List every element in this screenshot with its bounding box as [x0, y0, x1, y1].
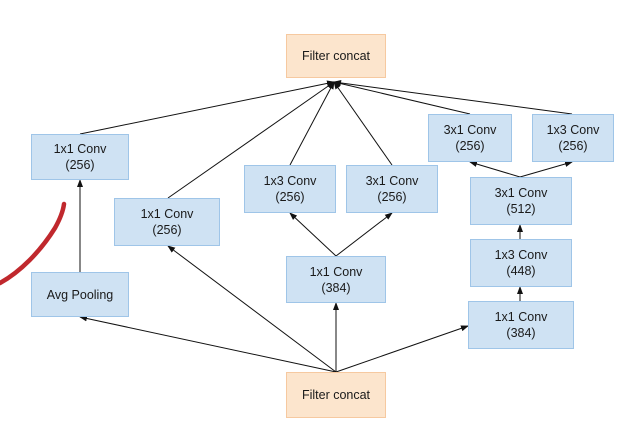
edge-b3-1x3-topconcat [289, 81, 335, 166]
edge-b2conv-topconcat [167, 81, 335, 199]
filter-concat-bottom: Filter concat [286, 372, 386, 418]
edge-b3-1x1-3x1 [335, 212, 393, 257]
edge-b3-3x1-topconcat [333, 81, 393, 166]
branch4-conv-3x1-top: 3x1 Conv (256) [428, 114, 512, 162]
edge-b4-1x3top-topconcat [333, 79, 573, 115]
branch1-conv-1x1: 1x1 Conv (256) [31, 134, 129, 180]
edge-bottom-b2conv [167, 245, 337, 373]
edge-bottom-b4-1x1 [335, 325, 469, 373]
branch4-conv-1x1: 1x1 Conv (384) [468, 301, 574, 349]
edge-b4-3x1-1x3top [519, 161, 573, 178]
edge-bottom-pool [79, 315, 337, 373]
branch2-conv-1x1: 1x1 Conv (256) [114, 198, 220, 246]
branch1-avg-pooling: Avg Pooling [31, 272, 129, 317]
edge-b1conv-topconcat [79, 80, 335, 135]
branch4-conv-3x1: 3x1 Conv (512) [470, 177, 572, 225]
branch3-conv-1x3: 1x3 Conv (256) [244, 165, 336, 213]
edge-b3-1x1-1x3 [289, 212, 337, 257]
edge-b4-3x1-3x1top [469, 161, 521, 178]
branch3-conv-3x1: 3x1 Conv (256) [346, 165, 438, 213]
edge-b4-3x1top-topconcat [333, 80, 471, 115]
branch4-conv-1x3: 1x3 Conv (448) [470, 239, 572, 287]
branch3-conv-1x1: 1x1 Conv (384) [286, 256, 386, 303]
red-pen-annotation [0, 201, 67, 286]
branch4-conv-1x3-top: 1x3 Conv (256) [532, 114, 614, 162]
filter-concat-top: Filter concat [286, 34, 386, 78]
